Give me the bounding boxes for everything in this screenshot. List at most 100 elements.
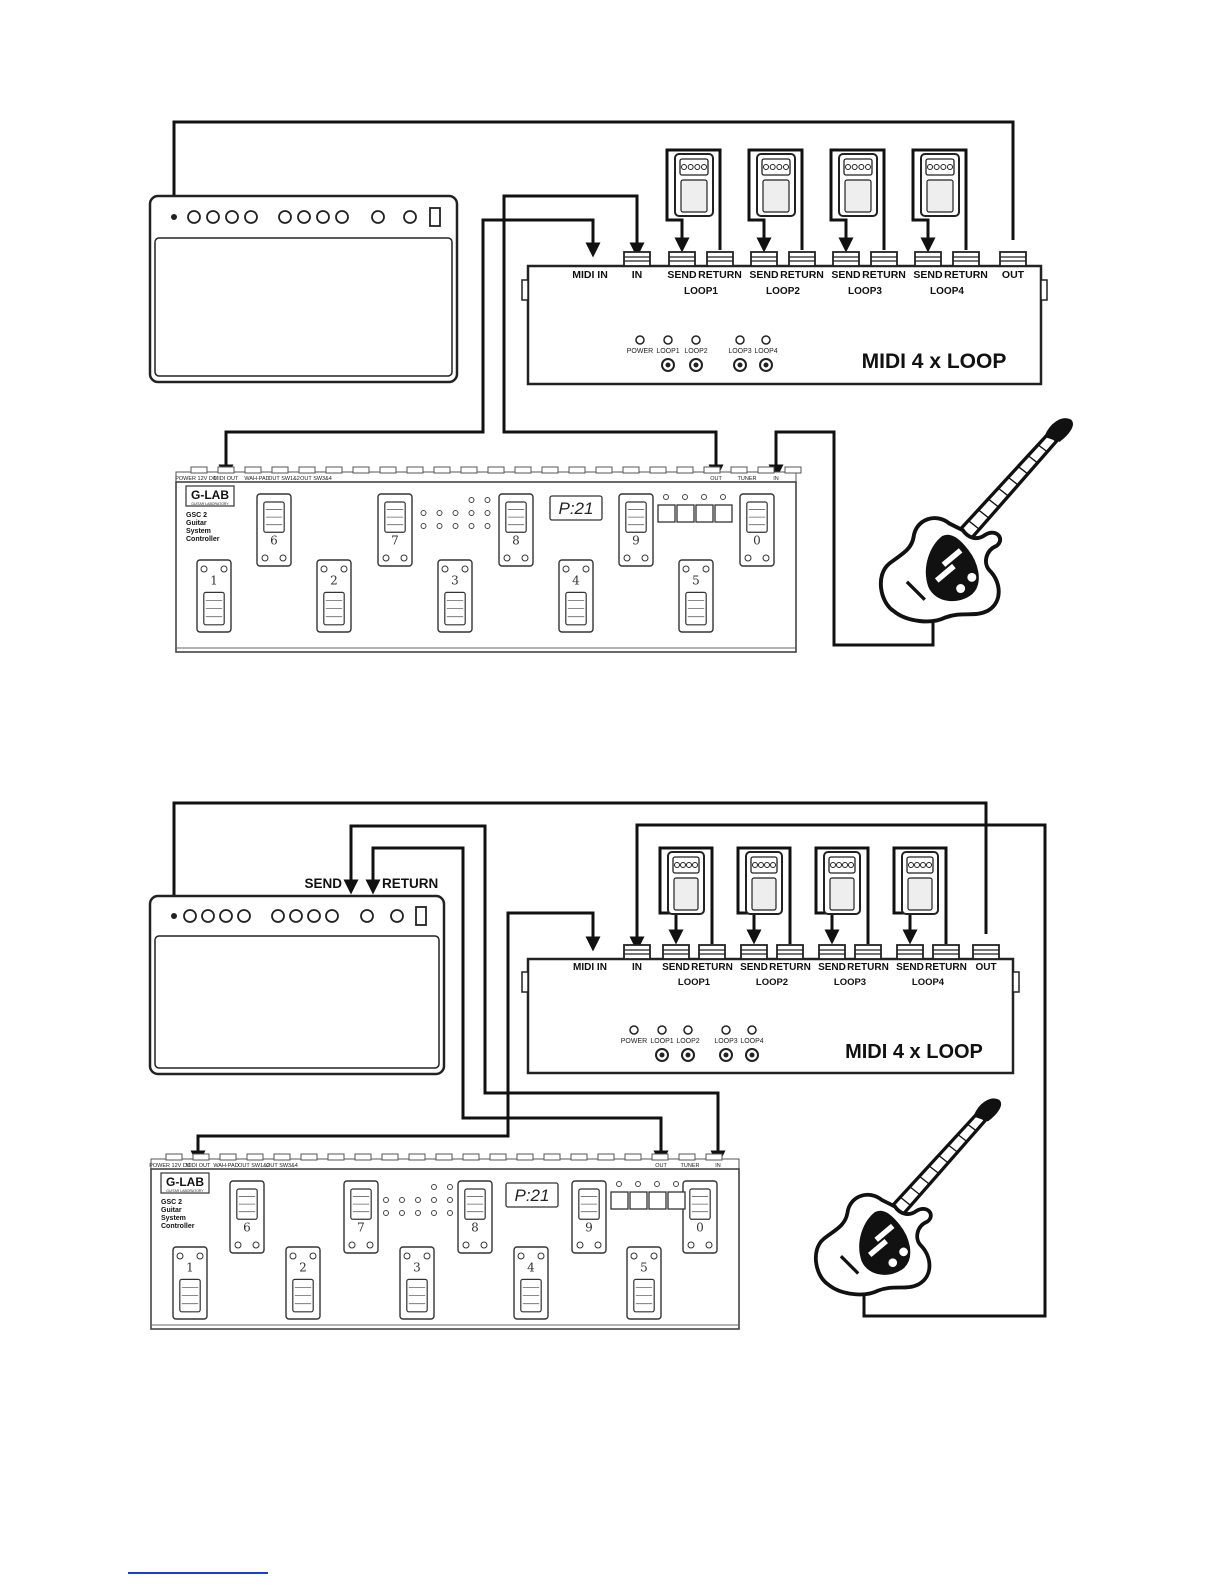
controller-jack-label: TUNER xyxy=(738,476,757,482)
controller-jack-label: POWER 12V DC xyxy=(175,476,217,482)
loop-button[interactable] xyxy=(676,504,695,523)
footswitch-number: 6 xyxy=(270,533,278,547)
guitar-icon xyxy=(878,418,1073,624)
footswitch-7[interactable]: 7 xyxy=(343,1180,379,1254)
jack-label: RETURN xyxy=(691,962,733,973)
cable-out-to-amp xyxy=(166,801,988,934)
cable-loop4 xyxy=(892,846,948,945)
jack-return-icon xyxy=(932,944,960,960)
jack-label: OUT xyxy=(975,962,996,973)
footswitch-number: 7 xyxy=(391,533,399,547)
loop-button[interactable] xyxy=(657,504,676,523)
footswitch-9[interactable]: 9 xyxy=(571,1180,607,1254)
footswitch-8[interactable]: 8 xyxy=(457,1180,493,1254)
controller-jack-label: IN xyxy=(773,476,779,482)
footswitch-number: 8 xyxy=(512,533,520,547)
controller-jack-label: OUT SW1&2 xyxy=(238,1163,270,1169)
jack-label: SEND xyxy=(831,269,861,281)
cable-midi xyxy=(190,911,601,1166)
footswitch-1[interactable]: 1 xyxy=(196,559,232,633)
footswitch-number: 5 xyxy=(640,1260,648,1274)
jack-send-icon xyxy=(818,944,846,960)
footswitch-2[interactable]: 2 xyxy=(316,559,352,633)
footswitch-number: 3 xyxy=(413,1260,421,1274)
effect-pedal-icon xyxy=(674,153,714,217)
model-line: Controller xyxy=(161,1223,195,1230)
loop-button[interactable] xyxy=(714,504,733,523)
preset-display: P:21 xyxy=(505,1182,559,1208)
footswitch-9[interactable]: 9 xyxy=(618,493,654,567)
jack-label: OUT xyxy=(1002,269,1025,281)
loop-label: LOOP3 xyxy=(848,286,882,297)
footswitch-5[interactable]: 5 xyxy=(626,1246,662,1320)
led-loop1: LOOP1 xyxy=(650,1025,674,1062)
footswitch-6[interactable]: 6 xyxy=(229,1180,265,1254)
footswitch-6[interactable]: 6 xyxy=(256,493,292,567)
controller-jack-label: TUNER xyxy=(681,1163,700,1169)
led-loop3: LOOP3 xyxy=(728,335,752,372)
footer-link-underline[interactable] xyxy=(128,1572,268,1574)
footswitch-1[interactable]: 1 xyxy=(172,1246,208,1320)
footswitch-0[interactable]: 0 xyxy=(739,493,775,567)
led-label: LOOP2 xyxy=(684,348,707,355)
jack-send-icon xyxy=(662,944,690,960)
controller-jack-label: POWER 12V DC xyxy=(149,1163,191,1169)
amp-input-jack-icon xyxy=(171,214,177,220)
looper-name: MIDI 4 x LOOP xyxy=(862,350,1007,373)
jack-label: SEND xyxy=(896,962,924,973)
jack-label: MIDI IN xyxy=(573,962,607,973)
footswitch-2[interactable]: 2 xyxy=(285,1246,321,1320)
led-loop4: LOOP4 xyxy=(740,1025,764,1062)
jack-send-icon xyxy=(832,251,860,267)
loop-button[interactable] xyxy=(648,1191,667,1210)
led-label: LOOP2 xyxy=(676,1038,699,1045)
cable-loop2 xyxy=(736,846,792,945)
footswitch-7[interactable]: 7 xyxy=(377,493,413,567)
model-line: Guitar xyxy=(161,1207,182,1214)
controller-jack-label: OUT SW1&2 xyxy=(268,476,300,482)
amp-power-switch-icon xyxy=(415,906,427,926)
footswitch-number: 5 xyxy=(692,573,700,587)
cable-loop3 xyxy=(829,148,886,253)
jack-send-icon xyxy=(668,251,696,267)
footswitch-5[interactable]: 5 xyxy=(678,559,714,633)
looper-name: MIDI 4 x LOOP xyxy=(845,1041,983,1063)
cable-ctrl-out-to-looper-in xyxy=(502,194,724,480)
footswitch-number: 4 xyxy=(527,1260,535,1274)
loop-button[interactable] xyxy=(667,1191,686,1210)
footswitch-3[interactable]: 3 xyxy=(437,559,473,633)
footswitch-4[interactable]: 4 xyxy=(513,1246,549,1320)
loop-button[interactable] xyxy=(610,1191,629,1210)
controller-jack-label: OUT xyxy=(655,1163,667,1169)
jack-send-icon xyxy=(914,251,942,267)
jack-return-icon xyxy=(788,251,816,267)
led-loop2: LOOP2 xyxy=(684,335,708,372)
guitar-icon xyxy=(814,1098,1002,1297)
loop-button[interactable] xyxy=(695,504,714,523)
footswitch-3[interactable]: 3 xyxy=(399,1246,435,1320)
led-loop3: LOOP3 xyxy=(714,1025,738,1062)
jack-return-icon xyxy=(776,944,804,960)
jack-label: SEND xyxy=(740,962,768,973)
led-loop1: LOOP1 xyxy=(656,335,680,372)
loop-label: LOOP4 xyxy=(930,286,964,297)
loop-label: LOOP2 xyxy=(766,286,800,297)
footswitch-0[interactable]: 0 xyxy=(682,1180,718,1254)
footswitch-number: 0 xyxy=(753,533,761,547)
jack-send-icon xyxy=(750,251,778,267)
cable-loop4 xyxy=(911,148,968,253)
jack-label: SEND xyxy=(913,269,943,281)
controller-jack-label: WAH-PAD xyxy=(244,476,269,482)
footswitch-8[interactable]: 8 xyxy=(498,493,534,567)
cable-out-to-amp xyxy=(166,120,1015,240)
brand-sub: GUITAR LABORATORY xyxy=(191,502,229,506)
preset-display: P:21 xyxy=(549,495,603,521)
jack-send-icon xyxy=(740,944,768,960)
cable-guitar-to-looper-in xyxy=(629,823,1047,1318)
loop-button[interactable] xyxy=(629,1191,648,1210)
footswitch-number: 2 xyxy=(299,1260,307,1274)
footswitch-4[interactable]: 4 xyxy=(558,559,594,633)
